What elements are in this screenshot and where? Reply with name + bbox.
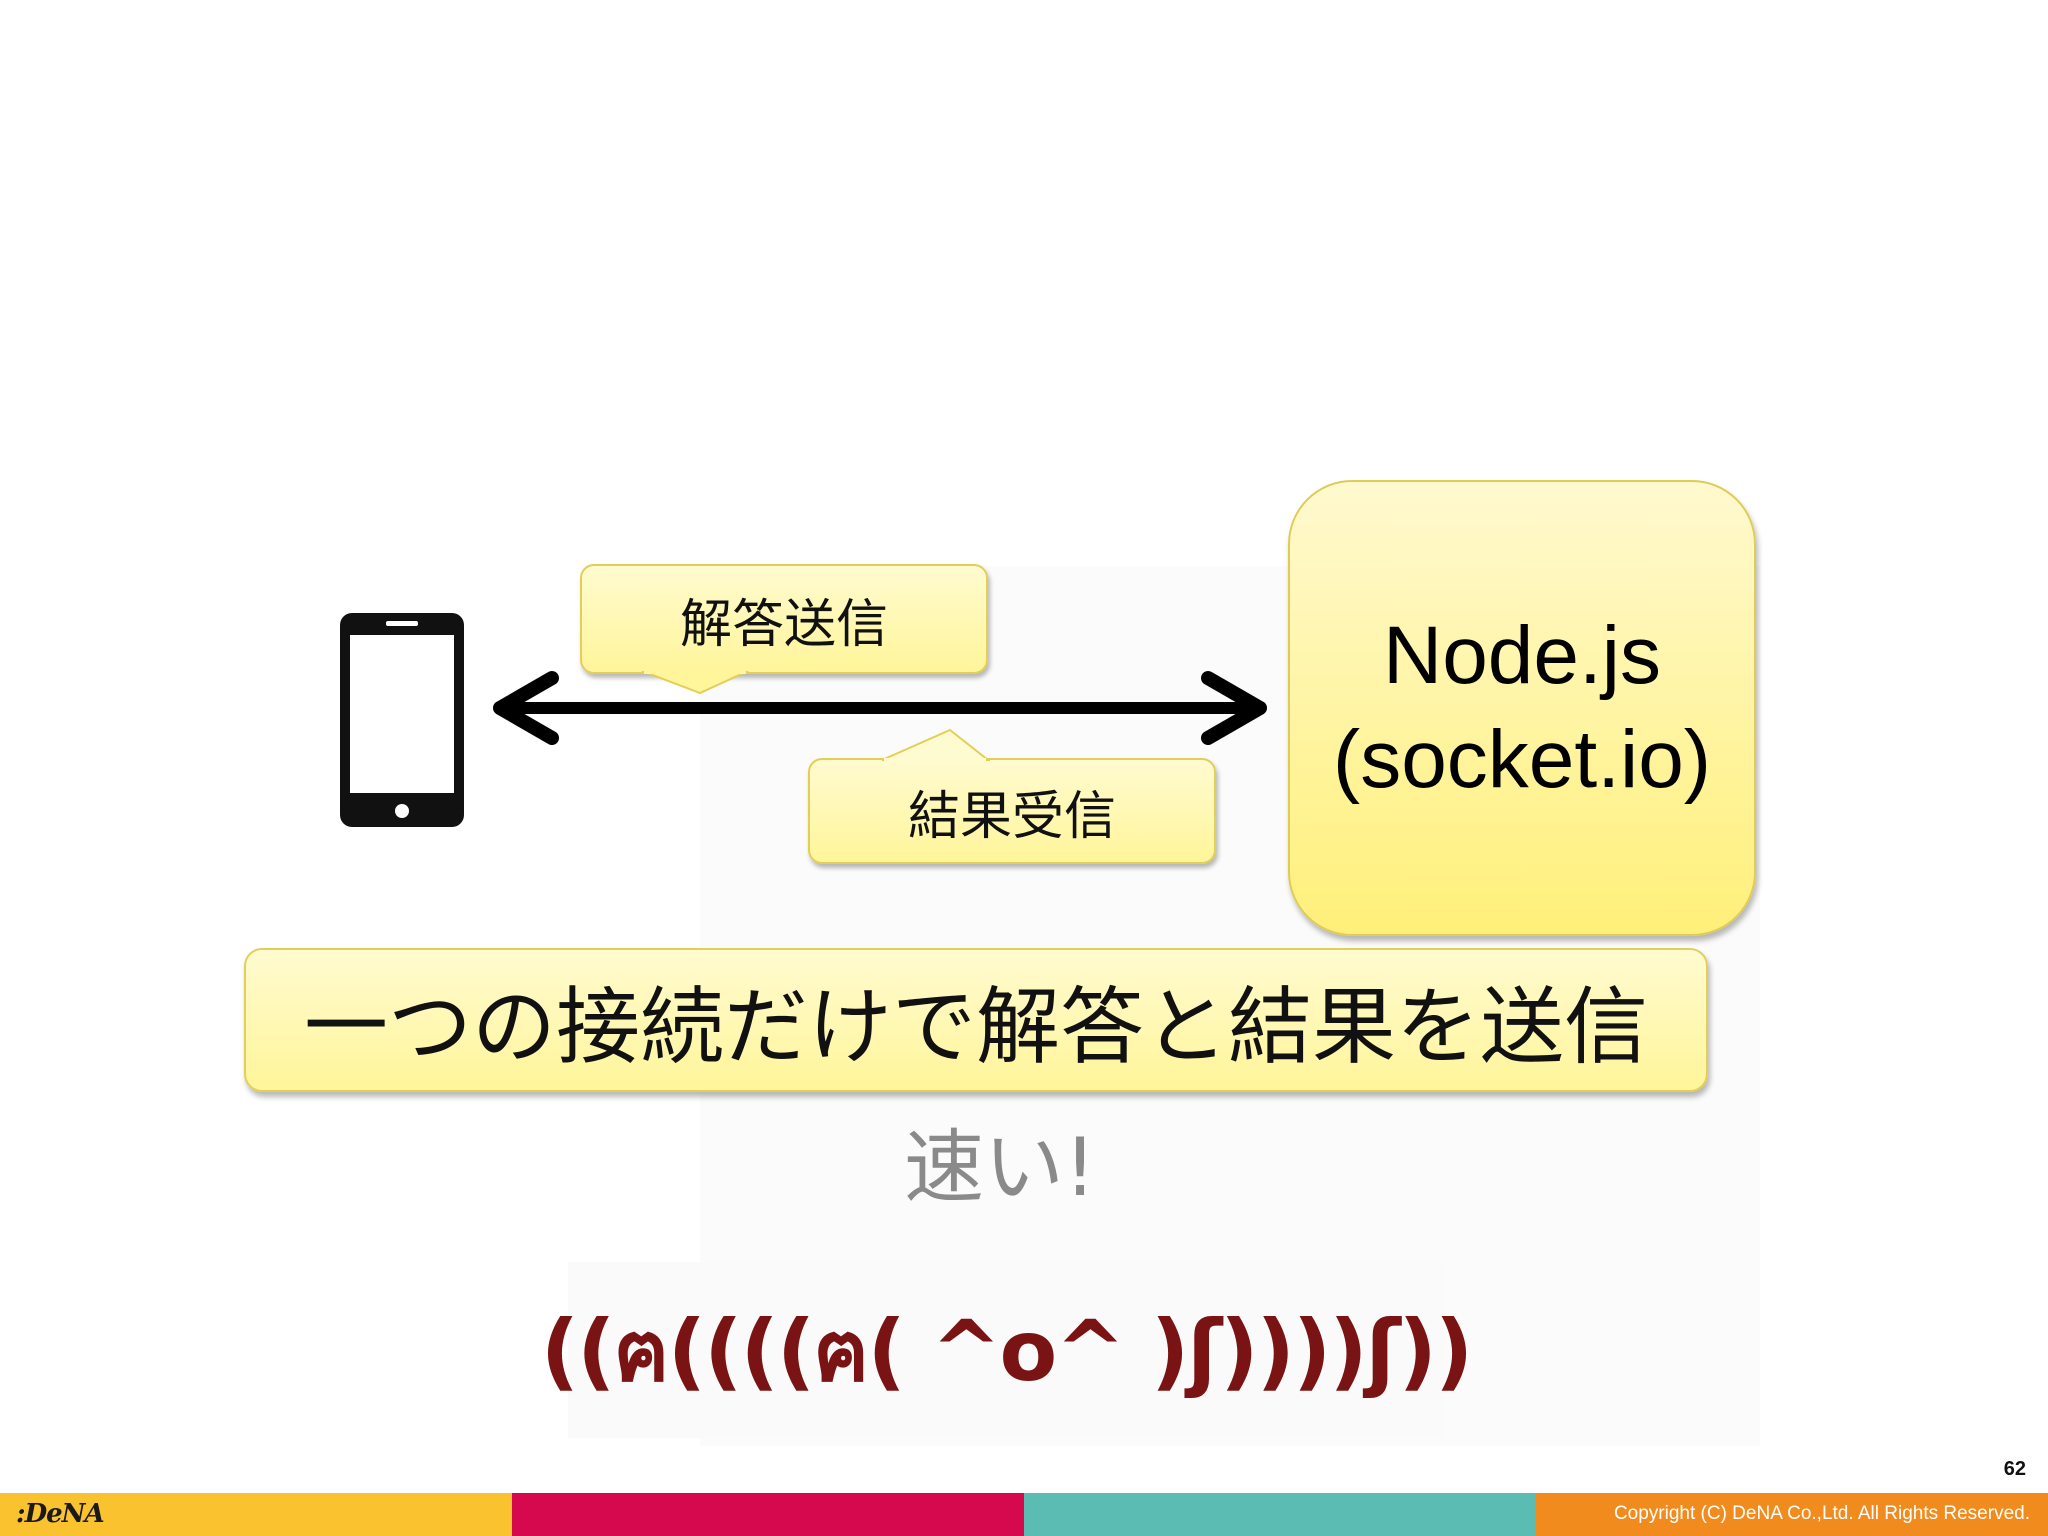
headline-box: 一つの接続だけで解答と結果を送信	[244, 948, 1708, 1092]
footer-segment-magenta	[512, 1493, 1024, 1536]
copyright-text: Copyright (C) DeNA Co.,Ltd. All Rights R…	[1613, 1503, 2030, 1524]
kaomoji-text: ((ฅ((((ฅ( ^o^ )ʃ))))ʃ))	[540, 1302, 1474, 1400]
page-number: 62	[2003, 1458, 2026, 1480]
send-answer-label: 解答送信	[679, 594, 888, 655]
send-answer-callout: 解答送信	[580, 564, 988, 674]
footer-segment-yellow: :DeNA	[0, 1493, 512, 1536]
server-name: Node.js	[1382, 610, 1662, 701]
receive-result-callout: 結果受信	[808, 758, 1216, 864]
kaomoji-image: ((ฅ((((ฅ( ^o^ )ʃ))))ʃ))	[541, 1262, 1473, 1438]
fast-text: 速い!	[903, 1121, 1097, 1214]
server-library: (socket.io)	[1332, 714, 1712, 805]
send-callout-tail	[641, 671, 749, 695]
smartphone-icon	[340, 613, 464, 827]
footer-segment-teal	[1024, 1493, 1536, 1536]
footer-bar: :DeNA Copyright (C) DeNA Co.,Ltd. All Ri…	[0, 1493, 2048, 1536]
bidirectional-arrow	[493, 671, 1267, 745]
headline-text: 一つの接続だけで解答と結果を送信	[303, 977, 1648, 1076]
dena-logo: :DeNA	[16, 1499, 105, 1529]
receive-callout-tail	[881, 728, 990, 762]
server-box: Node.js (socket.io)	[1288, 480, 1756, 936]
receive-result-label: 結果受信	[907, 786, 1116, 847]
footer-segment-orange: Copyright (C) DeNA Co.,Ltd. All Rights R…	[1536, 1493, 2048, 1536]
